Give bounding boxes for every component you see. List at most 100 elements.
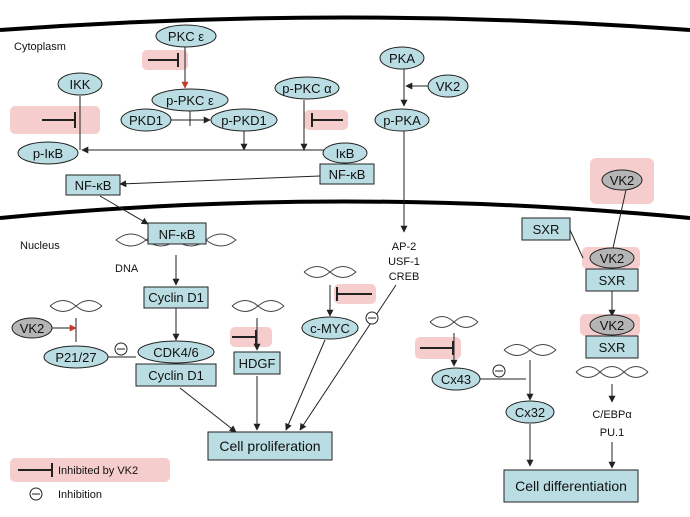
svg-text:c-MYC: c-MYC xyxy=(310,321,350,336)
dna-helix xyxy=(49,300,103,312)
node-cebpa-group: C/EBPα PU.1 xyxy=(592,409,632,439)
edge-cmyc-prolif xyxy=(285,339,326,431)
svg-text:IKK: IKK xyxy=(70,77,91,92)
svg-text:SXR: SXR xyxy=(599,340,626,355)
svg-text:CREB: CREB xyxy=(389,271,420,283)
node-cyclin-d1-complex: Cyclin D1 xyxy=(135,363,217,387)
node-vk2-p21: VK2 xyxy=(11,317,53,339)
inhibit-symbol xyxy=(311,113,343,127)
svg-text:PKA: PKA xyxy=(389,51,415,66)
cell-membrane xyxy=(0,15,690,32)
node-sxr: SXR xyxy=(521,217,571,241)
dna-helix xyxy=(231,300,285,312)
inhibit-symbol xyxy=(336,287,372,301)
edge-creb-prolif xyxy=(299,284,397,431)
svg-text:PU.1: PU.1 xyxy=(600,427,624,439)
legend-highlight xyxy=(10,458,170,482)
svg-text:SXR: SXR xyxy=(599,273,626,288)
svg-text:USF-1: USF-1 xyxy=(388,256,420,268)
svg-text:HDGF: HDGF xyxy=(239,356,276,371)
svg-text:NF-κB: NF-κB xyxy=(75,178,112,193)
svg-text:VK2: VK2 xyxy=(436,79,461,94)
svg-text:NF-κB: NF-κB xyxy=(159,227,196,242)
node-pkce: PKC ε xyxy=(155,24,217,48)
node-ppkce: p-PKC ε xyxy=(151,88,229,112)
svg-text:VK2: VK2 xyxy=(610,173,635,188)
node-nfkb-cyto: NF-κB xyxy=(65,174,121,196)
svg-text:C/EBPα: C/EBPα xyxy=(592,409,632,421)
svg-text:p-PKC ε: p-PKC ε xyxy=(166,93,214,108)
node-ppka: p-PKA xyxy=(374,108,430,132)
svg-text:P21/27: P21/27 xyxy=(55,350,96,365)
inhibit-symbol xyxy=(420,341,454,355)
node-cell-proliferation: Cell proliferation xyxy=(207,431,333,461)
svg-text:AP-2: AP-2 xyxy=(392,241,416,253)
svg-text:Cell differentiation: Cell differentiation xyxy=(515,478,627,494)
svg-text:p-PKA: p-PKA xyxy=(383,113,421,128)
cytoplasm-label: Cytoplasm xyxy=(14,41,66,53)
inhibition-circle xyxy=(365,311,379,325)
svg-text:VK2: VK2 xyxy=(600,251,625,266)
edge-cdk-prolif xyxy=(179,387,237,433)
dna-helix xyxy=(429,316,479,328)
dna-helix xyxy=(575,366,649,378)
node-nfkb-cyto-complex: NF-κB xyxy=(319,163,375,185)
dna-helix xyxy=(303,266,357,278)
inhibit-symbol xyxy=(42,112,76,128)
node-cdk46: CDK4/6 xyxy=(137,340,215,364)
inhibition-circle xyxy=(114,342,128,356)
svg-text:IκB: IκB xyxy=(336,146,355,161)
svg-text:NF-κB: NF-κB xyxy=(329,167,366,182)
legend-inhibition-circle xyxy=(29,487,43,501)
svg-text:p-IκB: p-IκB xyxy=(33,146,63,161)
svg-text:Cx43: Cx43 xyxy=(441,372,471,387)
svg-text:PKC ε: PKC ε xyxy=(168,29,204,44)
edge-vk2-entry xyxy=(612,189,627,249)
node-cell-differentiation: Cell differentiation xyxy=(503,469,639,503)
node-pka: PKA xyxy=(379,46,425,70)
node-ppkd1: p-PKD1 xyxy=(210,108,278,132)
svg-text:p-PKD1: p-PKD1 xyxy=(221,113,267,128)
node-pkd1: PKD1 xyxy=(120,108,172,132)
svg-text:SXR: SXR xyxy=(533,222,560,237)
inhibition-circle xyxy=(492,364,506,378)
svg-text:p-PKC α: p-PKC α xyxy=(282,81,332,96)
svg-text:PKD1: PKD1 xyxy=(129,113,163,128)
node-ikk: IKK xyxy=(57,72,103,96)
svg-text:Cx32: Cx32 xyxy=(515,405,545,420)
node-cyclin-d1: Cyclin D1 xyxy=(143,286,209,309)
dna-label: DNA xyxy=(115,263,139,275)
node-cx43: Cx43 xyxy=(431,367,481,391)
nucleus-label: Nucleus xyxy=(20,240,60,252)
node-vk2-top: VK2 xyxy=(601,169,643,191)
legend: Inhibited by VK2 Inhibition xyxy=(18,463,138,501)
legend-inhibition-label: Inhibition xyxy=(58,489,102,501)
node-cx32: Cx32 xyxy=(505,400,555,424)
legend-inhibited-label: Inhibited by VK2 xyxy=(58,465,138,477)
svg-text:VK2: VK2 xyxy=(20,321,45,336)
edge-nfkb-nucleus xyxy=(99,195,149,225)
inhibit-symbol xyxy=(232,330,257,344)
edge-sxr-bind xyxy=(569,229,584,259)
node-ppkca: p-PKC α xyxy=(274,76,340,100)
svg-text:Cyclin D1: Cyclin D1 xyxy=(148,290,204,305)
node-cmyc: c-MYC xyxy=(301,316,359,340)
node-vk2-low: VK2 xyxy=(589,314,635,336)
node-vk2-mid: VK2 xyxy=(589,247,635,269)
node-nfkb-nuc: NF-κB xyxy=(147,222,207,245)
svg-text:VK2: VK2 xyxy=(600,318,625,333)
svg-text:CDK4/6: CDK4/6 xyxy=(153,345,199,360)
node-pikb: p-IκB xyxy=(17,141,79,165)
nuclear-membrane xyxy=(0,199,690,220)
node-ikb: IκB xyxy=(322,142,368,164)
edge-nfkb-release xyxy=(119,175,321,188)
svg-text:Cyclin D1: Cyclin D1 xyxy=(148,368,204,383)
node-ap2-group: AP-2 USF-1 CREB xyxy=(388,241,420,283)
dna-helix xyxy=(503,344,557,356)
node-vk2-pka: VK2 xyxy=(427,74,469,98)
legend-inhibit-symbol xyxy=(18,463,53,477)
node-p21: P21/27 xyxy=(43,345,109,369)
svg-text:Cell proliferation: Cell proliferation xyxy=(219,438,320,454)
